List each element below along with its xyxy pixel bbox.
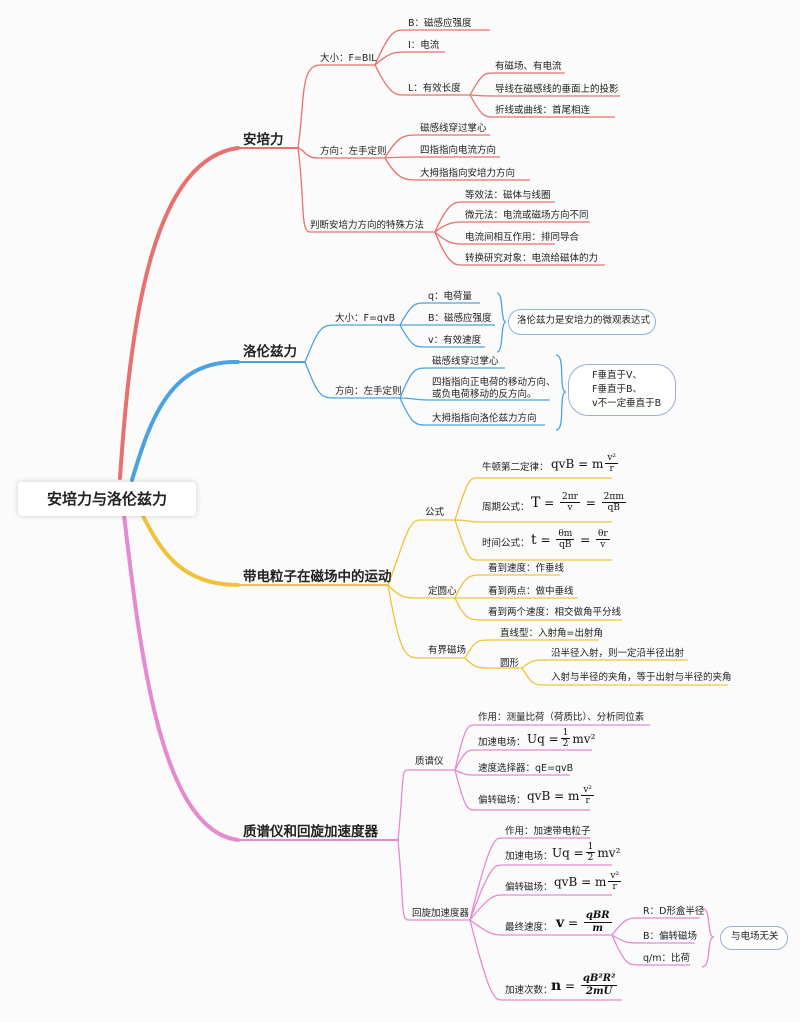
time-label[interactable]: 时间公式： xyxy=(482,538,530,549)
ampere-size-label[interactable]: 大小：F=BIL xyxy=(320,53,377,64)
ms-accel-label[interactable]: 加速电场： xyxy=(478,737,526,748)
ampere-l-item[interactable]: 折线或曲线：首尾相连 xyxy=(495,105,591,116)
ampere-special-item[interactable]: 等效法：磁体与线圈 xyxy=(465,190,551,201)
cyc-label[interactable]: 回旋加速度器 xyxy=(412,908,470,919)
cyc-accel-label[interactable]: 加速电场： xyxy=(505,851,553,862)
bounded-line[interactable]: 直线型：入射角=出射角 xyxy=(500,628,603,639)
ampere-special-item[interactable]: 转换研究对象：电流给磁体的力 xyxy=(465,253,599,264)
lorentz-direction-note[interactable]: F垂直于B、 xyxy=(592,384,642,395)
newton-law-label[interactable]: 牛顿第二定律： xyxy=(482,462,549,473)
ampere-special-label[interactable]: 判断安培力方向的特殊方法 xyxy=(310,220,425,231)
motion-title[interactable]: 带电粒子在磁场中的运动 xyxy=(243,569,392,585)
cyc-var[interactable]: q/m：比荷 xyxy=(643,953,690,964)
lorentz-size-item[interactable]: q：电荷量 xyxy=(428,291,473,302)
lorentz-title[interactable]: 洛伦兹力 xyxy=(243,344,297,360)
lorentz-direction-label[interactable]: 方向：左手定则 xyxy=(335,386,402,397)
ms-label[interactable]: 质谱仪 xyxy=(415,756,444,767)
lorentz-direction-note[interactable]: v不一定垂直于B xyxy=(592,398,662,409)
circle-item[interactable]: 入射与半径的夹角，等于出射与半径的夹角 xyxy=(551,672,732,683)
lorentz-note-bubble xyxy=(508,309,656,335)
cyc-count-label[interactable]: 加速次数： xyxy=(505,985,553,996)
lorentz-size-note[interactable]: 洛伦兹力是安培力的微观表达式 xyxy=(517,315,651,326)
ampere-size-i[interactable]: I：电流 xyxy=(408,40,440,51)
ampere-l-item[interactable]: 导线在磁感线的垂面上的投影 xyxy=(495,84,619,95)
ampere-direction-item[interactable]: 大拇指指向安培力方向 xyxy=(420,168,516,179)
cyc-var[interactable]: R：D形盒半径 xyxy=(643,906,705,917)
center-item[interactable]: 看到速度：作垂线 xyxy=(488,563,565,574)
cyc-note-bubble xyxy=(720,926,788,950)
ms-selector[interactable]: 速度选择器：qE=qvB xyxy=(478,763,574,774)
ampere-special-item[interactable]: 电流间相互作用：排同导合 xyxy=(465,232,580,243)
period-label[interactable]: 周期公式： xyxy=(482,502,530,513)
lorentz-direction-item[interactable]: 四指指向正电荷的移动方向、 xyxy=(432,377,556,388)
lorentz-direction-note[interactable]: F垂直于V、 xyxy=(592,370,642,381)
ampere-l-item[interactable]: 有磁场、有电流 xyxy=(495,61,562,72)
lorentz-direction-item[interactable]: 大拇指指向洛伦兹力方向 xyxy=(432,413,537,424)
cyc-var[interactable]: B：偏转磁场 xyxy=(643,931,698,942)
instrument-title[interactable]: 质谱仪和回旋加速度器 xyxy=(243,824,378,840)
lorentz-direction-item[interactable]: 磁感线穿过掌心 xyxy=(432,356,499,367)
circle-item[interactable]: 沿半径入射，则一定沿半径出射 xyxy=(551,648,685,659)
root-topic[interactable]: 安培力与洛伦兹力 xyxy=(18,482,196,516)
ms-use[interactable]: 作用：测量比荷（荷质比）、分析同位素 xyxy=(478,712,645,723)
ampere-title[interactable]: 安培力 xyxy=(243,132,284,148)
lorentz-direction-item[interactable]: 或负电荷移动的反方向。 xyxy=(432,389,537,400)
ampere-size-b[interactable]: B：磁感应强度 xyxy=(408,18,472,29)
center-item[interactable]: 看到两点：做中垂线 xyxy=(488,586,574,597)
ampere-special-item[interactable]: 微元法：电流或磁场方向不同 xyxy=(465,210,589,221)
center-item[interactable]: 看到两个速度：相交做角平分线 xyxy=(488,607,622,618)
cyc-vmax-label[interactable]: 最终速度： xyxy=(505,922,553,933)
cyc-note[interactable]: 与电场无关 xyxy=(731,931,779,942)
lorentz-size-label[interactable]: 大小：F=qvB xyxy=(335,313,396,324)
motion-formula-label[interactable]: 公式 xyxy=(425,507,445,518)
center-label[interactable]: 定圆心 xyxy=(428,586,457,597)
ms-deflect-label[interactable]: 偏转磁场： xyxy=(478,795,526,806)
cyc-deflect-label[interactable]: 偏转磁场： xyxy=(505,882,553,893)
cyc-use[interactable]: 作用：加速带电粒子 xyxy=(505,826,591,837)
ampere-size-l[interactable]: L：有效长度 xyxy=(408,83,461,94)
lorentz-size-item[interactable]: v：有效速度 xyxy=(428,335,482,346)
lorentz-direction-note-bubble xyxy=(568,364,676,416)
ampere-direction-label[interactable]: 方向：左手定则 xyxy=(320,146,387,157)
ampere-direction-item[interactable]: 四指指向电流方向 xyxy=(420,145,497,156)
bounded-label[interactable]: 有界磁场 xyxy=(428,645,467,656)
bounded-circle[interactable]: 圆形 xyxy=(500,658,520,669)
ampere-direction-item[interactable]: 磁感线穿过掌心 xyxy=(420,123,487,134)
lorentz-size-item[interactable]: B：磁感应强度 xyxy=(428,313,492,324)
